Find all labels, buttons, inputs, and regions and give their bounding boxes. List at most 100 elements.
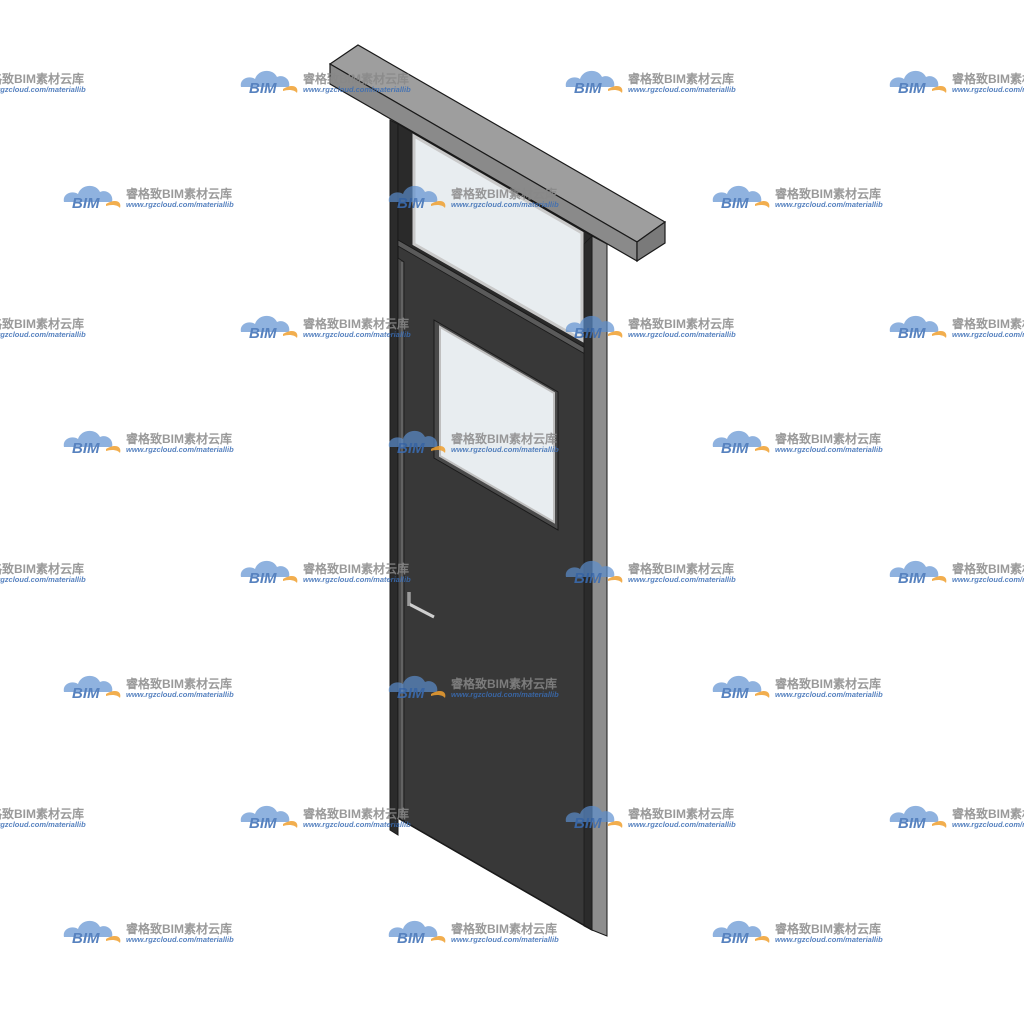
watermark-tile: BIM 睿格致BIM素材云库www.rgzcloud.com/materialli…	[712, 430, 883, 457]
watermark-tile: BIM睿格致BIM素材云库www.rgzcloud.com/materialli…	[0, 316, 86, 339]
watermark-logo-text: BIM	[721, 685, 749, 702]
watermark-url: www.rgzcloud.com/materiallib	[0, 330, 86, 339]
watermark-title: 睿格致BIM素材云库	[303, 71, 409, 86]
watermark-title: 睿格致BIM素材云库	[628, 561, 734, 576]
watermark-logo-text: BIM	[397, 685, 425, 702]
watermark-tile: BIM 睿格致BIM素材云库www.rgzcloud.com/materialli…	[565, 315, 736, 342]
watermark-tile: BIM 睿格致BIM素材云库www.rgzcloud.com/materialli…	[388, 430, 559, 457]
watermark-tile: BIM睿格致BIM素材云库www.rgzcloud.com/materialli…	[63, 430, 234, 457]
watermark-title: 睿格致BIM素材云库	[0, 316, 84, 331]
watermark-url: www.rgzcloud.com/materiallib	[775, 445, 883, 454]
watermark-tile: BIM睿格致BIM素材云库www.rgzcloud.com/materialli…	[240, 315, 411, 342]
watermark-title: 睿格致BIM素材云库	[126, 921, 232, 936]
watermark-tile: BIM睿格致BIM素材云库www.rgzcloud.com/materialli…	[712, 675, 883, 702]
watermark-logo-text: BIM	[898, 570, 926, 587]
watermark-title: 睿格致BIM素材云库	[952, 71, 1024, 86]
cloud-logo-icon	[565, 315, 615, 332]
watermark-tile: BIM睿格致BIM素材云库www.rgzcloud.com/materialli…	[0, 71, 86, 94]
cloud-logo-icon	[240, 315, 290, 332]
watermark-url: www.rgzcloud.com/materiallib	[952, 85, 1024, 94]
transom-glass	[412, 133, 584, 343]
swoosh-icon	[932, 86, 947, 93]
watermark-url: www.rgzcloud.com/materiallib	[775, 200, 883, 209]
watermark-url: www.rgzcloud.com/materiallib	[775, 935, 883, 944]
watermark-logo-text: BIM	[249, 815, 277, 832]
swoosh-icon	[283, 86, 298, 93]
watermark-tile: BIM睿格致BIM素材云库www.rgzcloud.com/materialli…	[712, 185, 883, 212]
swoosh-icon	[106, 201, 121, 208]
cloud-logo-icon	[63, 430, 113, 447]
watermark-logo-text: BIM	[721, 440, 749, 457]
watermark-url: www.rgzcloud.com/materiallib	[451, 935, 559, 944]
watermark-url: www.rgzcloud.com/materiallib	[952, 330, 1024, 339]
swoosh-icon	[431, 201, 446, 208]
watermark-tile: BIM睿格致BIM素材云库www.rgzcloud.com/materialli…	[388, 920, 559, 947]
watermark-logo-text: BIM	[574, 570, 602, 587]
watermark-logo-text: BIM	[721, 930, 749, 947]
swoosh-icon	[283, 821, 298, 828]
swoosh-icon	[932, 331, 947, 338]
watermark-url: www.rgzcloud.com/materiallib	[303, 820, 411, 829]
watermark-tile: BIM睿格致BIM素材云库www.rgzcloud.com/materialli…	[388, 675, 559, 702]
watermark-logo-text: BIM	[72, 440, 100, 457]
watermark-url: www.rgzcloud.com/materiallib	[303, 330, 411, 339]
swoosh-icon	[932, 576, 947, 583]
watermark-tile: BIM 睿格致BIM素材云库www.rgzcloud.com/materialli…	[240, 70, 411, 97]
cloud-logo-icon	[889, 560, 939, 577]
watermark-url: www.rgzcloud.com/materiallib	[303, 85, 411, 94]
watermark-url: www.rgzcloud.com/materiallib	[0, 85, 86, 94]
watermark-title: 睿格致BIM素材云库	[628, 806, 734, 821]
watermark-url: www.rgzcloud.com/materiallib	[451, 445, 559, 454]
watermark-tile: BIM睿格致BIM素材云库www.rgzcloud.com/materialli…	[712, 920, 883, 947]
door-handle	[407, 592, 435, 619]
watermark-logo-text: BIM	[249, 570, 277, 587]
watermark-tile: BIM睿格致BIM素材云库www.rgzcloud.com/materialli…	[889, 560, 1024, 587]
watermark-tile: BIM睿格致BIM素材云库www.rgzcloud.com/materialli…	[63, 185, 234, 212]
cloud-logo-icon	[889, 315, 939, 332]
watermark-url: www.rgzcloud.com/materiallib	[126, 200, 234, 209]
cloud-logo-icon	[240, 560, 290, 577]
watermark-logo-text: BIM	[397, 440, 425, 457]
watermark-url: www.rgzcloud.com/materiallib	[0, 575, 86, 584]
watermark-tile: BIM 睿格致BIM素材云库www.rgzcloud.com/materialli…	[889, 70, 1024, 97]
swoosh-icon	[608, 331, 623, 338]
swoosh-icon	[431, 936, 446, 943]
vision-panel-glass	[439, 325, 555, 524]
door-model	[328, 44, 667, 937]
watermark-title: 睿格致BIM素材云库	[451, 676, 557, 691]
watermark-tile: BIM睿格致BIM素材云库www.rgzcloud.com/materialli…	[240, 805, 411, 832]
swoosh-icon	[608, 576, 623, 583]
watermark-title: 睿格致BIM素材云库	[628, 316, 734, 331]
cloud-logo-icon	[712, 185, 762, 202]
cloud-logo-icon	[712, 920, 762, 937]
watermark-url: www.rgzcloud.com/materiallib	[628, 820, 736, 829]
watermark-title: 睿格致BIM素材云库	[451, 431, 557, 446]
watermark-logo-text: BIM	[249, 80, 277, 97]
door-leaf-edge	[397, 257, 405, 823]
watermark-title: 睿格致BIM素材云库	[952, 316, 1024, 331]
watermark-url: www.rgzcloud.com/materiallib	[126, 935, 234, 944]
watermark-title: 睿格致BIM素材云库	[775, 431, 881, 446]
watermark-tile: BIM睿格致BIM素材云库www.rgzcloud.com/materialli…	[0, 806, 86, 829]
watermark-logo-text: BIM	[898, 80, 926, 97]
watermark-logo-text: BIM	[72, 195, 100, 212]
watermark-title: 睿格致BIM素材云库	[952, 806, 1024, 821]
swoosh-icon	[106, 446, 121, 453]
cloud-logo-icon	[63, 675, 113, 692]
watermark-logo-text: BIM	[574, 80, 602, 97]
swoosh-icon	[106, 936, 121, 943]
watermark-tile: BIM睿格致BIM素材云库www.rgzcloud.com/materialli…	[388, 185, 559, 212]
cloud-logo-icon	[889, 805, 939, 822]
watermark-tile: BIM睿格致BIM素材云库www.rgzcloud.com/materialli…	[889, 805, 1024, 832]
watermark-logo-text: BIM	[898, 815, 926, 832]
watermark-url: www.rgzcloud.com/materiallib	[303, 575, 411, 584]
swoosh-icon	[283, 331, 298, 338]
watermark-url: www.rgzcloud.com/materiallib	[628, 330, 736, 339]
cloud-logo-icon	[565, 70, 615, 87]
watermark-tile: BIM睿格致BIM素材云库www.rgzcloud.com/materialli…	[889, 315, 1024, 342]
watermark-logo-text: BIM	[574, 325, 602, 342]
watermark-logo-text: BIM	[72, 685, 100, 702]
watermark-logo-text: BIM	[574, 815, 602, 832]
watermark-title: 睿格致BIM素材云库	[126, 431, 232, 446]
watermark-title: 睿格致BIM素材云库	[775, 186, 881, 201]
